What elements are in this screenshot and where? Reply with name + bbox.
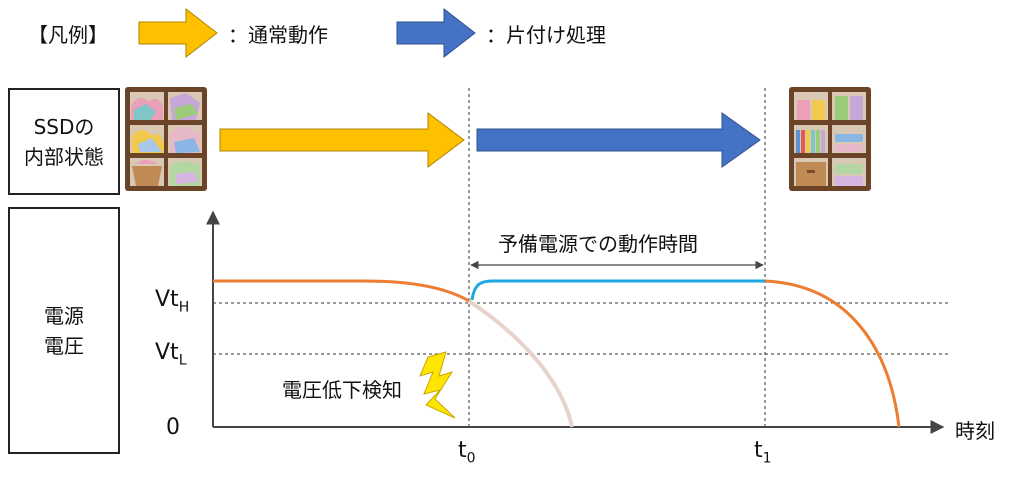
t1-main: t <box>754 438 763 463</box>
messy-shelf-icon <box>125 87 207 191</box>
ssd-label-line1: SSDの <box>33 114 95 139</box>
backup-voltage-curve <box>470 279 765 301</box>
voltage-drop-detect-label: 電圧低下検知 <box>282 378 402 402</box>
vth-main: Vt <box>155 287 179 312</box>
ssd-state-label-box: SSDの 内部状態 <box>8 88 120 195</box>
supply-voltage-drop-curve <box>764 279 901 428</box>
t0-label: t0 <box>458 438 476 466</box>
lightning-icon <box>419 351 456 419</box>
vtl-main: Vt <box>155 340 179 365</box>
t0-sub: 0 <box>466 450 476 467</box>
y-zero-label: 0 <box>166 415 180 440</box>
faded-voltage-curve <box>467 299 574 428</box>
t1-label: t1 <box>754 438 772 466</box>
vth-label: VtH <box>155 287 189 315</box>
t0-main: t <box>458 438 467 463</box>
cleanup-process-arrow <box>476 112 761 168</box>
voltage-label-box: 電源 電圧 <box>8 207 120 454</box>
supply-voltage-curve <box>213 279 470 303</box>
normal-operation-arrow <box>219 112 465 168</box>
legend-normal-arrow <box>138 8 218 58</box>
t1-sub: 1 <box>762 450 772 467</box>
tidy-shelf-icon <box>789 87 871 191</box>
voltage-label-line2: 電圧 <box>44 333 84 358</box>
legend-title: 【凡例】 <box>28 23 108 47</box>
legend-cleanup-arrow <box>396 8 476 58</box>
legend-cleanup-label: ：片付け処理 <box>486 23 606 47</box>
voltage-label-line1: 電源 <box>44 303 84 328</box>
ssd-label-line2: 内部状態 <box>24 144 104 169</box>
backup-time-label: 予備電源での動作時間 <box>498 232 698 256</box>
x-axis-label: 時刻 <box>955 419 995 443</box>
legend-normal-label: ：通常動作 <box>228 23 328 47</box>
vtl-sub: L <box>178 352 187 369</box>
vtl-label: VtL <box>155 340 187 368</box>
vth-sub: H <box>178 299 190 316</box>
